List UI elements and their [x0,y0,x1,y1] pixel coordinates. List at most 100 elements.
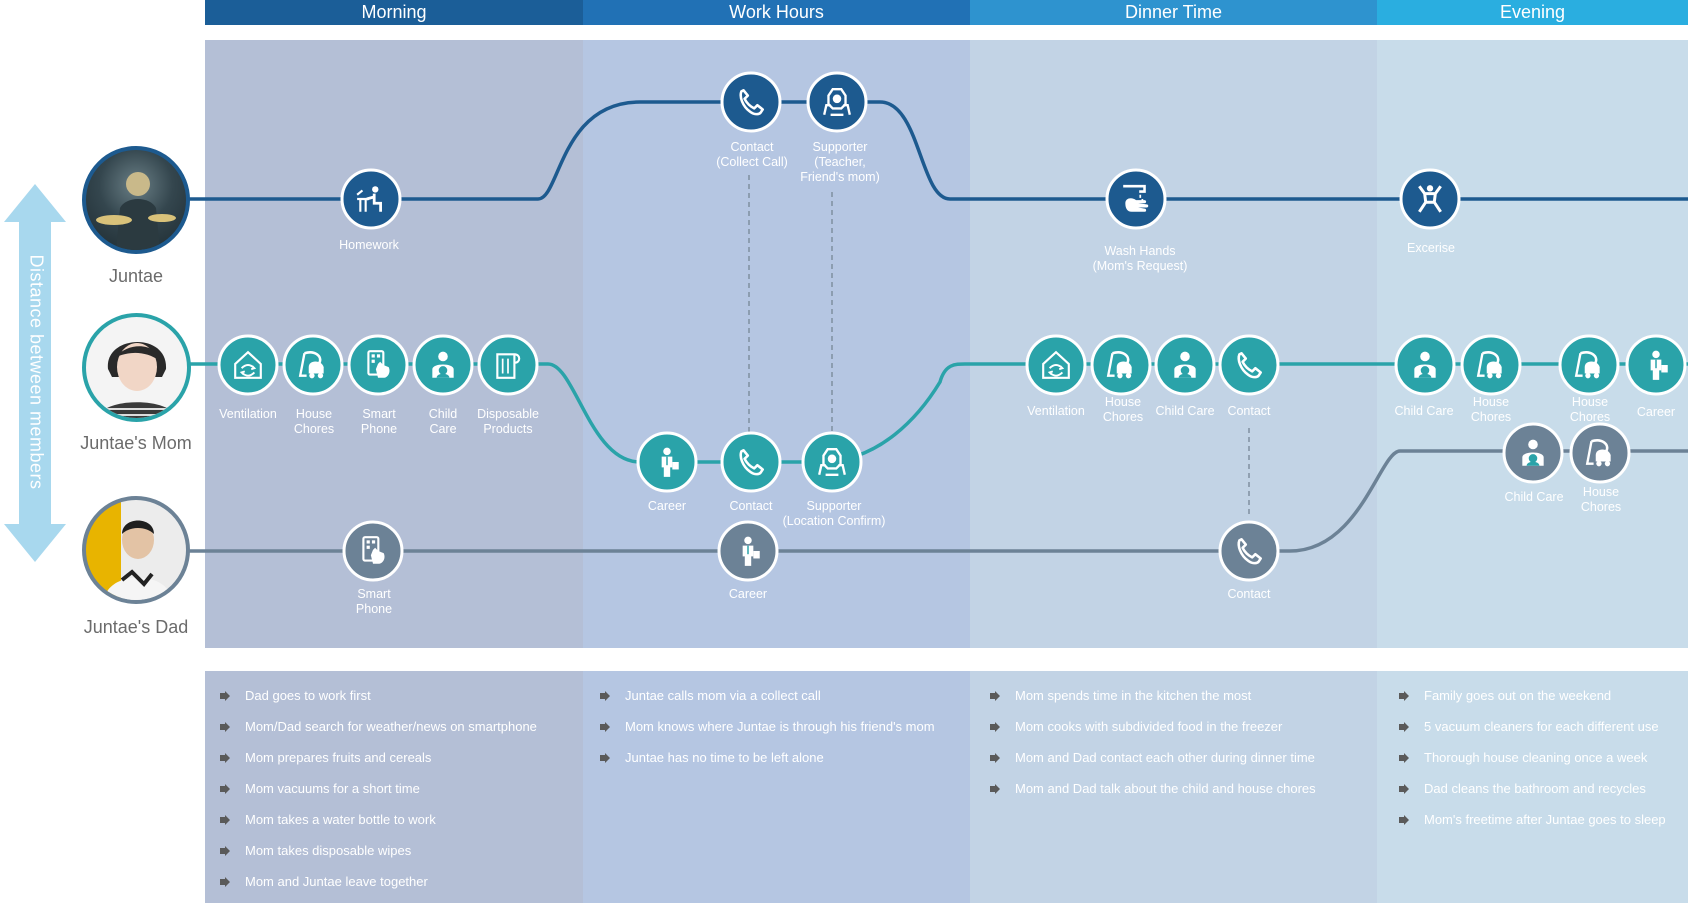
disposable-products-icon [477,334,539,396]
label-exercise: Excerise [1407,241,1455,255]
label-ventilation: Ventilation [219,407,277,421]
arrow-bullet-icon [220,784,230,794]
label-career: Career [728,587,768,601]
arrow-bullet-icon [1399,722,1409,732]
label-child-care: Child Care [1394,404,1454,418]
distance-axis-arrow [4,184,66,562]
note-item: Dad goes to work first [205,688,537,719]
career-icon [717,520,779,582]
arrow-bullet-icon [220,722,230,732]
label-career: Career [647,499,687,513]
label-contact: Contact [729,499,773,513]
arrow-bullet-icon [220,815,230,825]
dad-journey-line [188,449,1688,553]
note-item: Mom and Juntae leave together [205,874,537,905]
vacuum-icon [1569,422,1631,484]
note-item: Dad cleans the bathroom and recycles [1384,781,1666,812]
label-contact: Contact [1227,404,1271,418]
note-item: Family goes out on the weekend [1384,688,1666,719]
arrow-bullet-icon [990,691,1000,701]
note-item: Mom/Dad search for weather/news on smart… [205,719,537,750]
career-icon [636,431,698,493]
avatar-juntae [82,146,190,254]
arrow-bullet-icon [990,753,1000,763]
person-name-juntae: Juntae [108,266,164,286]
arrow-bullet-icon [1399,753,1409,763]
wash-hands-icon [1105,168,1167,230]
note-item: Mom knows where Juntae is through his fr… [585,719,935,750]
label-supporter-location: Supporter(Location Confirm) [782,499,886,528]
homework-icon [340,168,402,230]
notes-list-work-hours: Juntae calls mom via a collect call Mom … [585,688,935,781]
phase-header-dinner-time: Dinner Time [970,0,1377,25]
child-care-icon [1394,334,1456,396]
arrow-bullet-icon [220,753,230,763]
avatar-juntaes-mom [82,313,191,422]
phone-icon [1218,520,1280,582]
label-homework: Homework [339,238,399,252]
note-item: Mom cooks with subdivided food in the fr… [975,719,1316,750]
note-item: 5 vacuum cleaners for each different use [1384,719,1666,750]
note-item: Mom and Dad contact each other during di… [975,750,1316,781]
phone-icon [720,431,782,493]
note-item: Mom prepares fruits and cereals [205,750,537,781]
note-item: Mom takes a water bottle to work [205,812,537,843]
vacuum-icon [282,334,344,396]
note-item: Mom spends time in the kitchen the most [975,688,1316,719]
note-item: Mom vacuums for a short time [205,781,537,812]
phone-icon [1218,334,1280,396]
vacuum-icon [1090,334,1152,396]
phase-header-work-hours: Work Hours [583,0,970,25]
exercise-icon [1399,168,1461,230]
phase-header-evening: Evening [1377,0,1688,25]
label-child-care: Child Care [1155,404,1215,418]
label-ventilation: Ventilation [1027,404,1085,418]
note-item: Thorough house cleaning once a week [1384,750,1666,781]
phone-icon [720,71,782,133]
label-contact-collect-call: Contact(Collect Call) [716,140,788,169]
arrow-bullet-icon [1399,691,1409,701]
mom-journey-line [188,362,1688,464]
arrow-bullet-icon [220,846,230,856]
arrow-bullet-icon [990,784,1000,794]
supporter-icon [801,431,863,493]
notes-box-evening [1377,671,1688,903]
arrow-bullet-icon [220,877,230,887]
supporter-icon [806,71,868,133]
juntae-journey-line [188,100,1688,201]
label-career: Career [1636,405,1676,419]
notes-list-evening: Family goes out on the weekend 5 vacuum … [1384,688,1666,843]
person-name-juntaes-mom: Juntae's Mom [80,433,192,453]
notes-list-morning: Dad goes to work first Mom/Dad search fo… [205,688,537,905]
phase-header-morning: Morning [205,0,583,25]
child-care-icon [1154,334,1216,396]
arrow-bullet-icon [600,753,610,763]
label-wash-hands: Wash Hands(Mom's Request) [1092,244,1188,273]
notes-box-work-hours [583,671,970,903]
arrow-bullet-icon [1399,815,1409,825]
note-item: Juntae has no time to be left alone [585,750,935,781]
career-icon [1625,334,1687,396]
arrow-bullet-icon [600,722,610,732]
vacuum-icon [1558,334,1620,396]
vacuum-icon [1460,334,1522,396]
notes-box-morning [205,671,583,903]
notes-box-dinner-time [970,671,1377,903]
note-item: Mom takes disposable wipes [205,843,537,874]
label-contact: Contact [1227,587,1271,601]
label-child-care: Child Care [1504,490,1564,504]
avatar-juntaes-dad [82,496,190,604]
notes-list-dinner-time: Mom spends time in the kitchen the most … [975,688,1316,812]
person-name-juntaes-dad: Juntae's Dad [83,617,189,637]
note-item: Juntae calls mom via a collect call [585,688,935,719]
note-item: Mom and Dad talk about the child and hou… [975,781,1316,812]
